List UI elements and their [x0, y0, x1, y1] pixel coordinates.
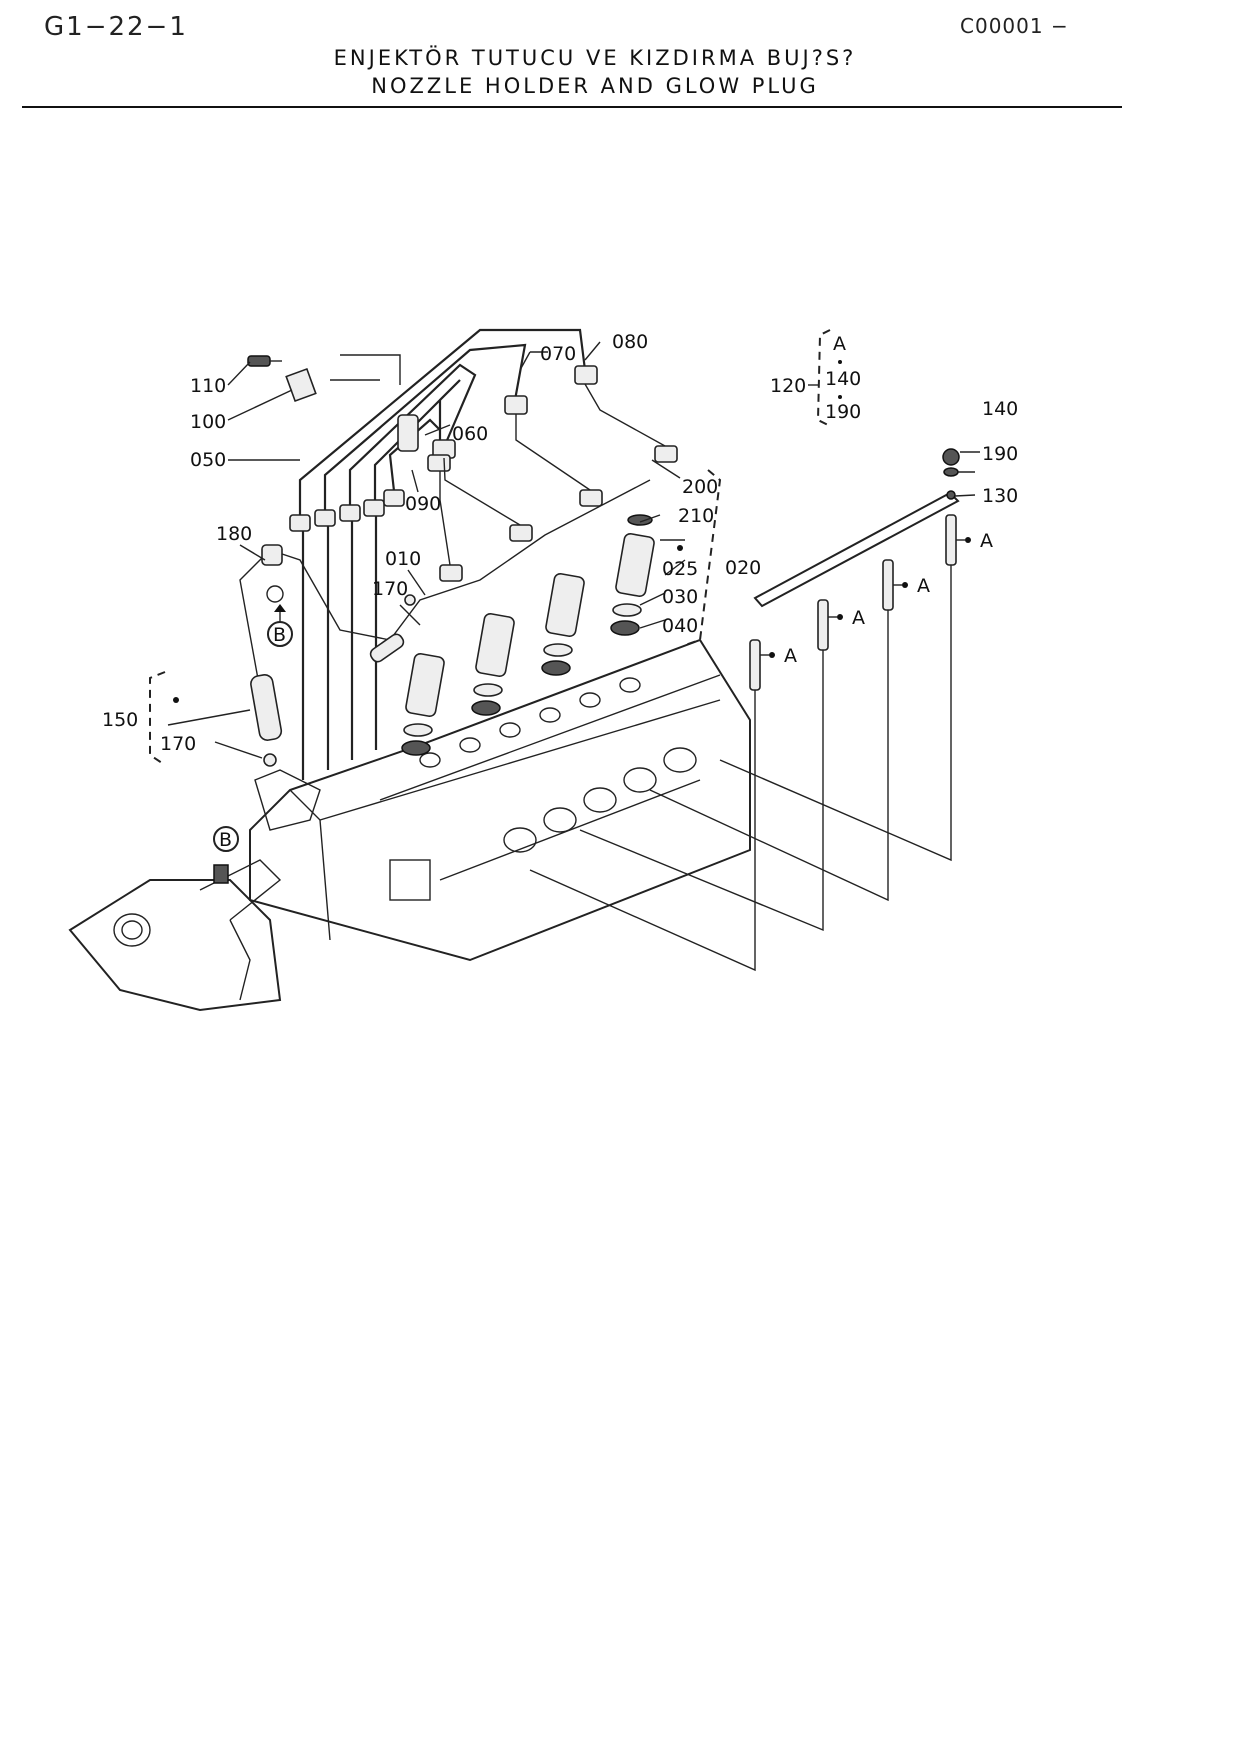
- marker-a-4: A: [784, 645, 797, 667]
- callout-010: 010: [385, 548, 421, 570]
- callout-030: 030: [662, 586, 698, 608]
- b-markers: B B: [213, 604, 293, 852]
- glow-plug-lead: [753, 448, 960, 608]
- callouts: 110 100 050 180 090 060 070 080 010 170 …: [102, 331, 1018, 755]
- callout-120: 120: [770, 375, 806, 397]
- title-turkish: ENJEKTÖR TUTUCU VE KIZDIRMA BUJ?S?: [333, 46, 857, 70]
- callout-180: 180: [216, 523, 252, 545]
- nozzle-holder-4: [401, 653, 445, 756]
- callout-150: 150: [102, 709, 138, 731]
- glow-plug-a-markers: A A A A: [173, 530, 993, 703]
- callout-050: 050: [190, 449, 226, 471]
- kit-120-a: A: [833, 333, 846, 355]
- cylinder-head: [249, 638, 751, 962]
- pipe-clamp: [247, 354, 419, 452]
- callout-130: 130: [982, 485, 1018, 507]
- callout-060: 060: [452, 423, 488, 445]
- callout-080: 080: [612, 331, 648, 353]
- callout-040: 040: [662, 615, 698, 637]
- injection-pump-housing: [68, 769, 321, 1012]
- leak-off-pipe: [239, 479, 651, 767]
- marker-a-3: A: [852, 607, 865, 629]
- projection-lines: [529, 565, 952, 972]
- marker-b-upper: B: [273, 624, 286, 646]
- callout-025: 025: [662, 558, 698, 580]
- glow-plugs: [749, 514, 957, 691]
- header-rule: [22, 106, 1122, 108]
- kit-120-item-190: 190: [825, 401, 861, 423]
- nozzle-holder-3: [471, 613, 515, 716]
- injection-pipes: [289, 328, 678, 780]
- title-english: NOZZLE HOLDER AND GLOW PLUG: [371, 74, 819, 98]
- marker-a-1: A: [980, 530, 993, 552]
- callout-170-upper: 170: [372, 578, 408, 600]
- nozzle-holder-2: [541, 573, 585, 676]
- exploded-parts-diagram: 110 100 050 180 090 060 070 080 010 170 …: [68, 328, 1018, 1012]
- marker-b-lower: B: [219, 829, 232, 851]
- callout-020: 020: [725, 557, 761, 579]
- marker-a-2: A: [917, 575, 930, 597]
- callout-200: 200: [682, 476, 718, 498]
- nozzle-holders: [401, 514, 655, 756]
- callout-210: 210: [678, 505, 714, 527]
- catalog-code: C00001 −: [960, 14, 1069, 38]
- leader-lines: [167, 341, 980, 759]
- callout-170-lower: 170: [160, 733, 196, 755]
- callout-190: 190: [982, 443, 1018, 465]
- callout-110: 110: [190, 375, 226, 397]
- kit-bracket-120: [816, 329, 831, 427]
- callout-100: 100: [190, 411, 226, 433]
- kit-bracket-150: [149, 671, 166, 766]
- kit-120-item-140: 140: [825, 368, 861, 390]
- kit-bracket-020: [684, 469, 722, 646]
- callout-090: 090: [405, 493, 441, 515]
- callout-140: 140: [982, 398, 1018, 420]
- page-code: G1−22−1: [44, 12, 188, 42]
- kit-120-contents: A 140 190: [825, 333, 861, 423]
- callout-070: 070: [540, 343, 576, 365]
- nozzle-holder-1: [610, 533, 655, 636]
